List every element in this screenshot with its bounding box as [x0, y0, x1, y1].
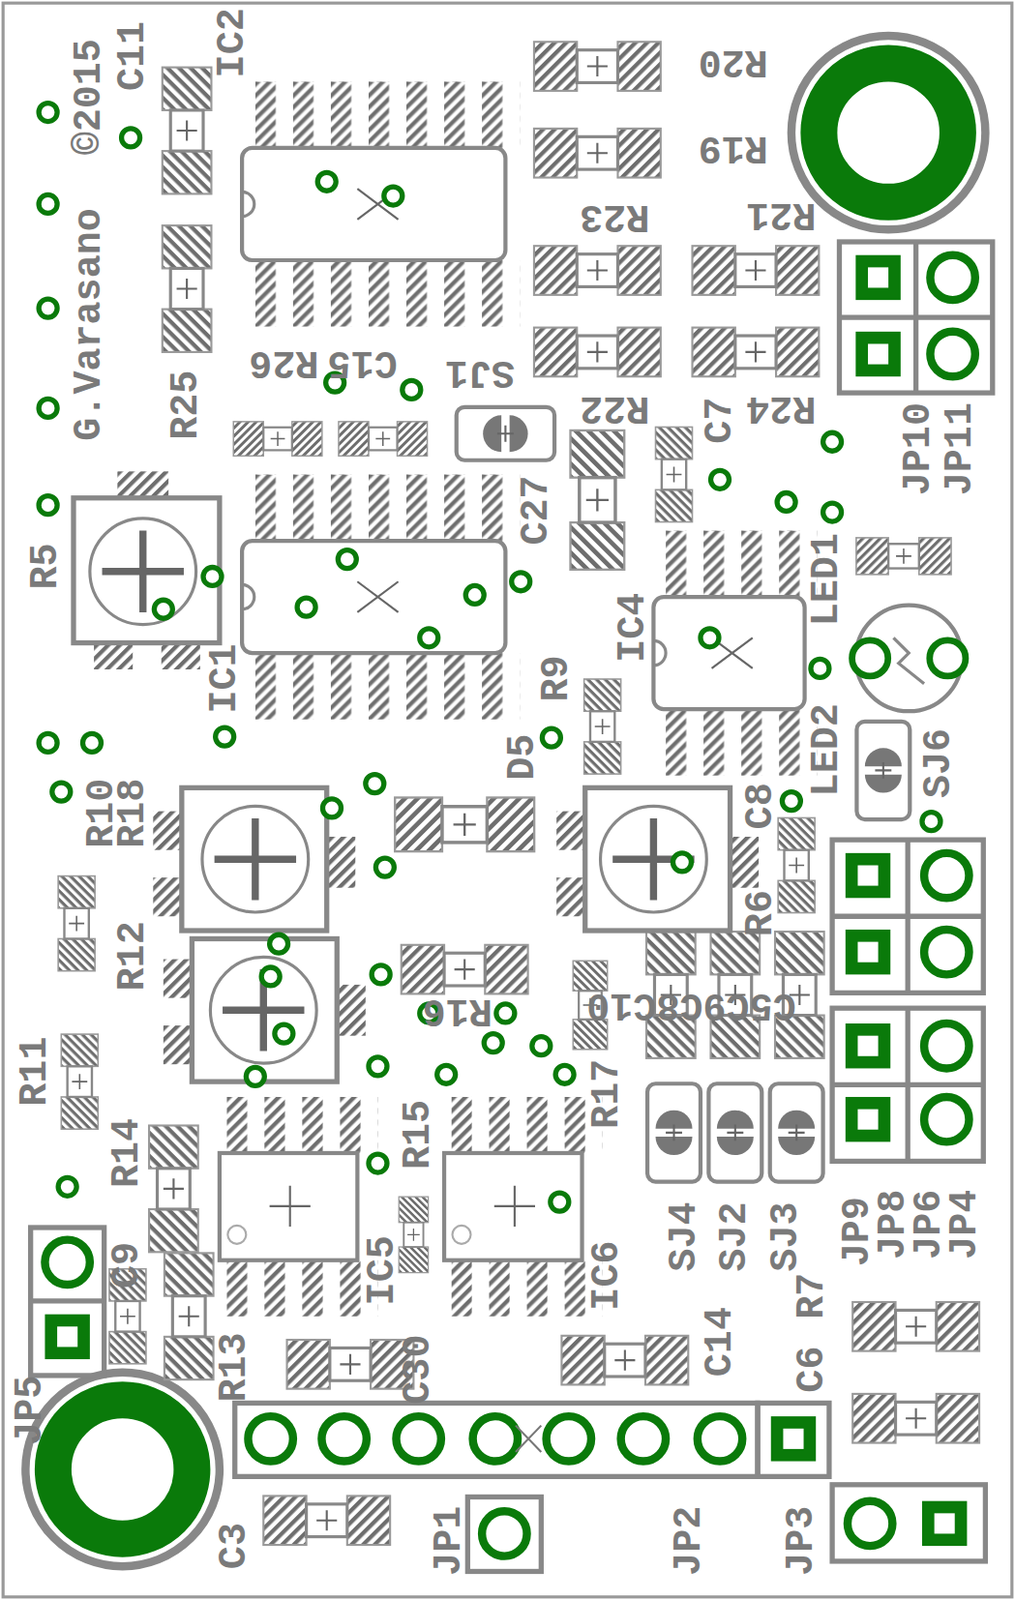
part-label: JP6 [909, 1190, 949, 1260]
part-label: SJ2 [716, 1201, 755, 1272]
part-label: JP1 [429, 1506, 469, 1577]
part-label: SJ6 [920, 728, 959, 799]
part-label: C5C9C8C10 [586, 985, 797, 1025]
part-label: R12 [113, 921, 152, 991]
part-label: IC2 [213, 7, 253, 78]
solder-jumper [456, 407, 911, 1183]
part-label: ©2015 [70, 38, 110, 155]
part-label: G.Varasano [70, 208, 110, 442]
part-label: JP11 [940, 402, 980, 496]
part-label: R25 [166, 370, 206, 441]
part-label: R7 [792, 1273, 832, 1320]
part-label: C7 [700, 397, 740, 445]
part-label: IC5 [363, 1235, 403, 1306]
part-label: SJ4 [664, 1201, 704, 1272]
part-label: JP3 [781, 1506, 821, 1577]
part-label: JP9 [837, 1196, 877, 1267]
led-outline [852, 605, 966, 713]
part-label: LED2 [807, 703, 847, 797]
part-label: C30 [399, 1335, 439, 1405]
part-label: R17 [588, 1059, 627, 1130]
part-label: IC6 [588, 1240, 627, 1311]
part-label: R20 [698, 41, 769, 81]
part-label: R19 [698, 128, 769, 168]
part-label: C11 [113, 21, 152, 91]
part-label: JP8 [873, 1190, 913, 1260]
part-label: IC1 [205, 643, 244, 714]
part-label: SJ1 [445, 353, 515, 392]
part-label: R11 [16, 1037, 56, 1107]
pad [44, 255, 975, 1557]
part-label: C3 [215, 1522, 255, 1570]
part-label: C6 [792, 1346, 832, 1394]
part-label: R24 [746, 388, 816, 428]
part-label: D5 [503, 734, 542, 781]
part-label: JP2 [669, 1506, 709, 1577]
part-label: IC4 [613, 593, 653, 663]
part-label: C27 [516, 475, 556, 545]
part-label: R9 [537, 655, 576, 702]
part-label: LED1 [807, 533, 847, 627]
part-label: R21 [746, 194, 816, 234]
part-label: C15 [328, 342, 398, 382]
part-label: R6 [741, 890, 780, 937]
part-label: R13 [215, 1332, 255, 1403]
part-label: R18 [113, 778, 152, 849]
part-label: R26 [248, 342, 319, 382]
part-label: R16 [422, 990, 493, 1030]
ic-package [219, 81, 817, 1316]
part-label: R14 [108, 1118, 148, 1189]
part-label: JP4 [945, 1190, 985, 1260]
part-label: C14 [700, 1307, 740, 1377]
part-label: R15 [399, 1100, 439, 1170]
part-label: R5 [26, 542, 65, 590]
part-label: JP5 [11, 1375, 51, 1446]
pin-header [30, 241, 993, 1572]
part-label: JP10 [899, 402, 939, 496]
part-label: R23 [579, 197, 650, 237]
part-label: R22 [579, 388, 650, 428]
part-label: C9 [108, 1242, 148, 1289]
via [38, 103, 941, 1213]
part-label: C8 [741, 782, 780, 830]
part-label: SJ3 [767, 1201, 807, 1272]
